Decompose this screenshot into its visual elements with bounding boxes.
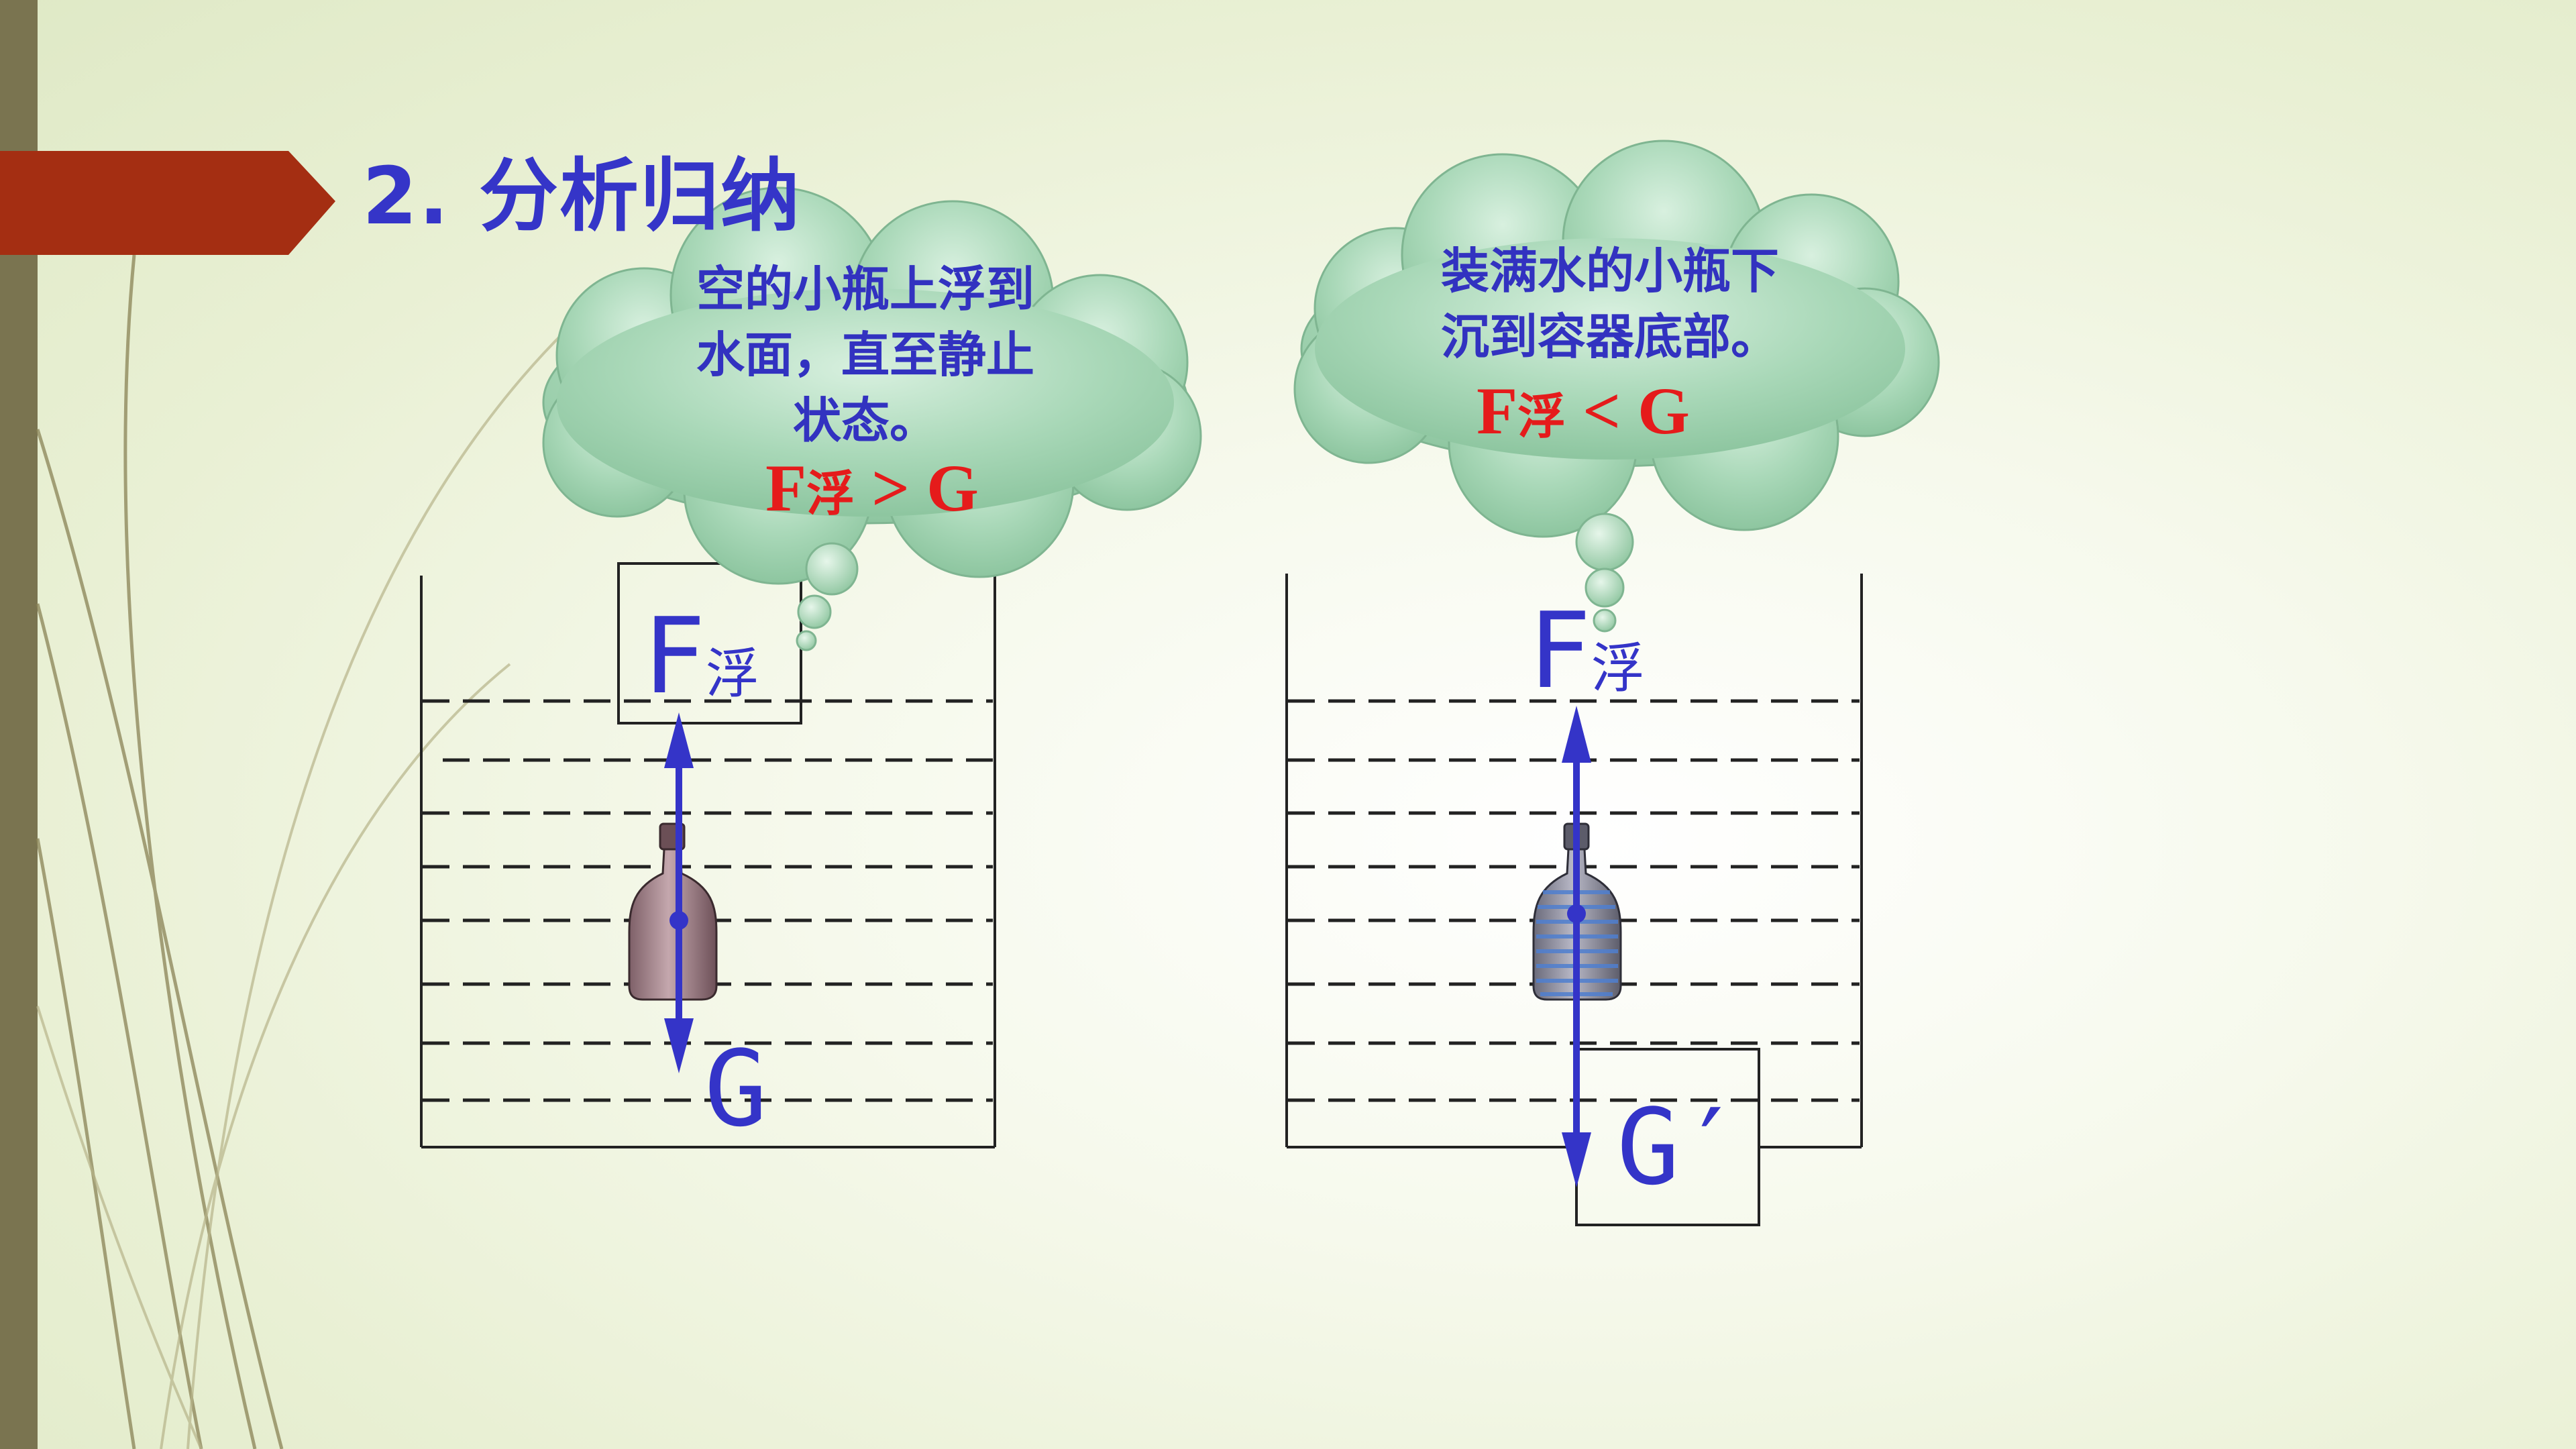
right-bubble-line-1: 装满水的小瓶下 bbox=[1440, 243, 1779, 299]
right-force-arrows bbox=[1562, 706, 1591, 1187]
left-empty-bottle bbox=[628, 822, 718, 1001]
left-bubble-line-2: 水面，直至静止 bbox=[696, 327, 1034, 383]
right-relation-sub: 浮 bbox=[1517, 388, 1566, 445]
right-bubble-line-2: 沉到容器底部。 bbox=[1440, 309, 1779, 365]
right-relation-f: F bbox=[1477, 374, 1518, 448]
left-relation: F浮 > G bbox=[671, 449, 1073, 527]
right-thought-bubble bbox=[1293, 140, 1940, 633]
left-thought-bubble bbox=[542, 186, 1202, 651]
right-buoyancy-label: F浮 bbox=[1528, 598, 1645, 703]
right-bubble-text: 装满水的小瓶下 沉到容器底部。 bbox=[1375, 238, 1845, 370]
slide-title: 2. 分析归纳 bbox=[362, 150, 802, 242]
right-gravity-label: G′ bbox=[1617, 1086, 1743, 1208]
left-gravity-label: G bbox=[704, 1028, 767, 1150]
right-relation-rest: < G bbox=[1566, 374, 1690, 448]
decorative-curves bbox=[36, 254, 284, 1449]
left-buoyancy-label: F浮 bbox=[643, 604, 759, 708]
left-beaker bbox=[420, 576, 996, 1148]
left-relation-f: F bbox=[765, 451, 807, 525]
left-bubble-line-3: 状态。 bbox=[792, 392, 938, 449]
left-relation-sub: 浮 bbox=[806, 466, 855, 522]
left-buoyancy-main: F bbox=[643, 595, 706, 717]
right-beaker bbox=[1285, 574, 1863, 1148]
left-buoyancy-sub: 浮 bbox=[705, 643, 759, 705]
right-buoyancy-main: F bbox=[1528, 590, 1591, 712]
right-relation: F浮 < G bbox=[1382, 372, 1784, 449]
left-relation-rest: > G bbox=[855, 451, 979, 525]
left-water-lines bbox=[423, 699, 993, 1102]
title-banner bbox=[0, 151, 335, 255]
left-bubble-line-1: 空的小瓶上浮到 bbox=[696, 261, 1034, 317]
left-force-arrows bbox=[664, 712, 694, 1073]
right-buoyancy-sub: 浮 bbox=[1591, 637, 1645, 700]
left-bubble-text: 空的小瓶上浮到 水面，直至静止 状态。 bbox=[651, 256, 1080, 453]
